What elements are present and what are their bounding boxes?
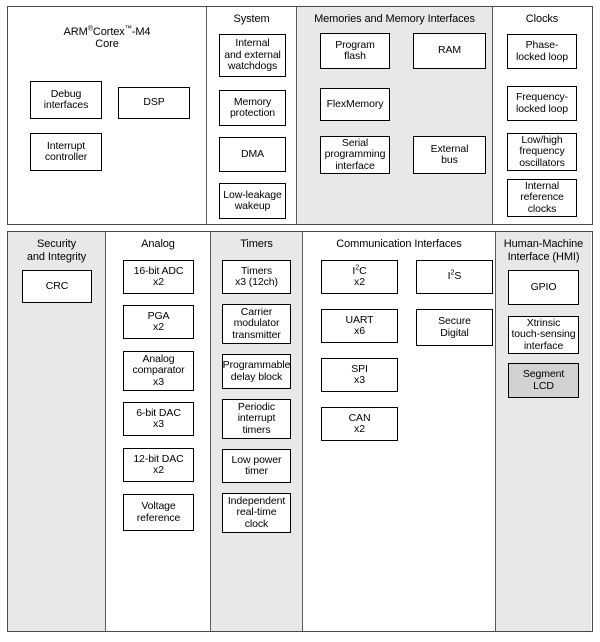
block-label: I2S [447, 267, 462, 283]
block-ram: RAM [413, 33, 486, 69]
block-memory-protection: Memory protection [219, 90, 286, 126]
block-label: Program flash [335, 38, 375, 62]
block-12-bit-dac: 12-bit DAC x2 [123, 448, 194, 482]
block-label: FlexMemory [326, 97, 384, 110]
block-6-bit-dac: 6-bit DAC x3 [123, 402, 194, 436]
block-label: Interrupt controller [44, 139, 88, 163]
block-segment-lcd: Segment LCD [508, 363, 579, 398]
column-analog: Analog 16-bit ADC x2 PGA x2 Analog compa… [106, 232, 211, 631]
block-secure-digital: Secure Digital [416, 309, 493, 346]
block-frequency-locked-loop: Frequency- locked loop [507, 86, 577, 121]
block-carrier-modulator-transmitter: Carrier modulator transmitter [222, 304, 291, 344]
block-phase-locked-loop: Phase- locked loop [507, 34, 577, 69]
block-label: Memory protection [229, 95, 276, 119]
block-i2s: I2S [416, 260, 493, 294]
block-label: External bus [430, 142, 469, 166]
block-dma: DMA [219, 137, 286, 172]
block-flexmemory: FlexMemory [320, 88, 390, 121]
block-label: Programmable delay block [222, 359, 291, 383]
column-title-timers: Timers [240, 238, 273, 250]
block-label: DSP [143, 96, 165, 109]
block-label: SPI x3 [351, 362, 368, 386]
block-label: Low power timer [231, 453, 282, 477]
bottom-panel: Security and Integrity CRC Analog 16-bit… [7, 231, 593, 632]
block-label: Phase- locked loop [515, 39, 569, 63]
block-label: Analog comparator x3 [132, 352, 185, 388]
block-label: Secure Digital [438, 315, 471, 339]
column-memories-and-memory-interfaces: Memories and Memory Interfaces Program f… [296, 7, 493, 224]
column-title-clocks: Clocks [525, 13, 559, 25]
block-label: CAN x2 [348, 411, 371, 435]
block-label: Xtrinsic touch-sensing interface [511, 316, 576, 352]
block-label: Periodic interrupt timers [237, 400, 276, 436]
block-can: CAN x2 [321, 407, 398, 441]
block-analog-comparator: Analog comparator x3 [123, 351, 194, 391]
block-programmable-delay-block: Programmable delay block [222, 354, 291, 389]
block-label: RAM [437, 44, 462, 57]
block-label: Debug interfaces [43, 87, 89, 111]
block-label: 12-bit DAC x2 [133, 452, 184, 476]
block-label: GPIO [530, 280, 557, 293]
block-internal-and-external-watchdogs: Internal and external watchdogs [219, 34, 286, 77]
block-crc: CRC [22, 270, 92, 303]
block-label: Serial programming interface [324, 136, 386, 172]
column-title-analog: Analog [141, 238, 175, 250]
block-label: Voltage reference [136, 500, 181, 524]
block-label: Internal reference clocks [520, 179, 564, 215]
column-title-communication-interfaces: Communication Interfaces [336, 238, 462, 250]
block-xtrinsic-touch-sensing-interface: Xtrinsic touch-sensing interface [508, 316, 579, 354]
block-independent-real-time-clock: Independent real-time clock [222, 493, 291, 533]
block-serial-programming-interface: Serial programming interface [320, 136, 390, 174]
column-clocks: Clocks Phase- locked loop Frequency- loc… [493, 7, 591, 224]
block-gpio: GPIO [508, 270, 579, 305]
block-16-bit-adc: 16-bit ADC x2 [123, 260, 194, 294]
block-internal-reference-clocks: Internal reference clocks [507, 179, 577, 217]
block-voltage-reference: Voltage reference [123, 494, 194, 531]
block-uart: UART x6 [321, 309, 398, 343]
block-label: 6-bit DAC x3 [136, 406, 181, 430]
block-label: Timers x3 (12ch) [235, 264, 278, 288]
block-label: Independent real-time clock [227, 494, 286, 530]
block-low-power-timer: Low power timer [222, 449, 291, 483]
block-low-high-frequency-oscillators: Low/high frequency oscillators [507, 133, 577, 171]
column-title-memories-and-memory-interfaces: Memories and Memory Interfaces [314, 13, 475, 25]
block-pga: PGA x2 [123, 305, 194, 339]
column-timers: Timers Timers x3 (12ch) Carrier modulato… [211, 232, 303, 631]
block-label: 16-bit ADC x2 [133, 264, 184, 288]
block-timers: Timers x3 (12ch) [222, 260, 291, 294]
block-low-leakage-wakeup: Low-leakage wakeup [219, 183, 286, 219]
column-title-security-and-integrity: Security and Integrity [26, 238, 87, 263]
block-program-flash: Program flash [320, 33, 390, 69]
block-dsp: DSP [118, 87, 190, 119]
block-label: Segment LCD [522, 368, 565, 392]
block-spi: SPI x3 [321, 358, 398, 392]
column-system: System Internal and external watchdogs M… [206, 7, 296, 224]
block-label: DMA [240, 147, 265, 160]
column-human-machine-interface-hmi: Human-Machine Interface (HMI) GPIO Xtrin… [496, 232, 591, 631]
block-debug-interfaces: Debug interfaces [30, 81, 102, 119]
column-title-human-machine-interface-hmi: Human-Machine Interface (HMI) [503, 238, 584, 263]
block-label: CRC [45, 279, 69, 292]
block-label: Low-leakage wakeup [223, 188, 282, 212]
block-label: Internal and external watchdogs [224, 37, 281, 73]
block-label: Frequency- locked loop [515, 91, 569, 115]
block-periodic-interrupt-timers: Periodic interrupt timers [222, 399, 291, 439]
block-label: Low/high frequency oscillators [519, 133, 565, 169]
block-label: Carrier modulator transmitter [232, 305, 281, 341]
column-title-system: System [233, 13, 270, 25]
block-external-bus: External bus [413, 136, 486, 174]
block-label: PGA x2 [147, 309, 170, 333]
column-security-and-integrity: Security and Integrity CRC [8, 232, 106, 631]
block-interrupt-controller: Interrupt controller [30, 133, 102, 171]
block-label: UART x6 [345, 313, 374, 337]
